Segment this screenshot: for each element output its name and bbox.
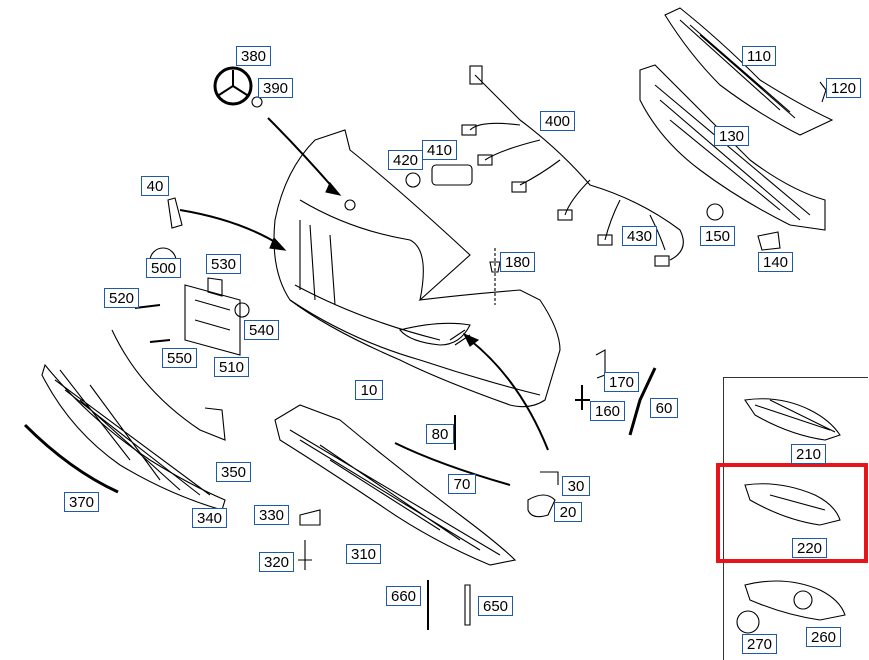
label-430[interactable]: 430: [622, 226, 658, 246]
inset-panel: [723, 377, 868, 660]
grille-insert-210[interactable]: [744, 398, 841, 441]
label-370[interactable]: 370: [64, 492, 100, 512]
label-320[interactable]: 320: [259, 552, 295, 572]
upper-bracket-110[interactable]: [664, 7, 834, 136]
label-70[interactable]: 70: [448, 474, 476, 494]
trim-70[interactable]: [394, 442, 511, 486]
highlight-box: [716, 463, 868, 563]
bracket-60[interactable]: [628, 367, 657, 436]
part-170[interactable]: [595, 349, 606, 379]
label-310[interactable]: 310: [346, 544, 382, 564]
label-160[interactable]: 160: [590, 401, 626, 421]
label-270[interactable]: 270: [742, 634, 778, 654]
ring-270[interactable]: [736, 610, 760, 634]
wiring-harness[interactable]: [469, 74, 684, 261]
bracket-350[interactable]: [111, 329, 226, 441]
star-emblem[interactable]: [213, 66, 253, 106]
label-340[interactable]: 340: [192, 508, 228, 528]
label-520[interactable]: 520: [104, 288, 140, 308]
label-210[interactable]: 210: [791, 444, 827, 464]
label-500[interactable]: 500: [146, 258, 182, 278]
trim-insert-220[interactable]: [744, 483, 841, 526]
label-120[interactable]: 120: [826, 78, 862, 98]
label-350[interactable]: 350: [216, 462, 252, 482]
label-380[interactable]: 380: [236, 46, 272, 66]
label-150[interactable]: 150: [700, 226, 736, 246]
label-390[interactable]: 390: [258, 78, 294, 98]
clip-180[interactable]: [489, 261, 501, 273]
plate-510[interactable]: [184, 284, 241, 356]
screw-320[interactable]: [298, 540, 312, 570]
label-400[interactable]: 400: [540, 111, 576, 131]
bulb-160[interactable]: [575, 385, 590, 410]
label-110[interactable]: 110: [742, 46, 776, 66]
label-130[interactable]: 130: [714, 126, 750, 146]
clip-390[interactable]: [251, 96, 263, 108]
label-140[interactable]: 140: [758, 252, 794, 272]
strip-370[interactable]: [23, 423, 119, 494]
label-550[interactable]: 550: [162, 348, 198, 368]
label-420[interactable]: 420: [388, 150, 424, 170]
label-10[interactable]: 10: [355, 380, 383, 400]
label-170[interactable]: 170: [604, 372, 640, 392]
label-510[interactable]: 510: [214, 357, 250, 377]
part-650[interactable]: [464, 584, 471, 626]
ring-420[interactable]: [405, 172, 421, 188]
label-530[interactable]: 530: [206, 254, 242, 274]
lower-absorber-310[interactable]: [274, 404, 517, 566]
label-30[interactable]: 30: [562, 476, 590, 496]
clip-330[interactable]: [299, 509, 321, 526]
label-540[interactable]: 540: [244, 320, 280, 340]
label-80[interactable]: 80: [426, 424, 454, 444]
clip-530[interactable]: [207, 277, 223, 297]
nut-540[interactable]: [234, 302, 250, 318]
cap-150[interactable]: [706, 203, 724, 221]
label-60[interactable]: 60: [650, 398, 678, 418]
part-40[interactable]: [167, 197, 183, 229]
impact-absorber-130[interactable]: [639, 64, 826, 231]
tow-cover-20[interactable]: [527, 494, 556, 518]
lower-grille-340[interactable]: [41, 363, 226, 511]
label-220[interactable]: 220: [792, 538, 828, 558]
label-260[interactable]: 260: [806, 627, 842, 647]
label-660[interactable]: 660: [386, 586, 422, 606]
label-180[interactable]: 180: [500, 252, 536, 272]
cover-140[interactable]: [757, 231, 781, 251]
label-20[interactable]: 20: [554, 502, 582, 522]
sensor-410[interactable]: [431, 164, 473, 186]
grille-insert-260[interactable]: [744, 580, 846, 621]
label-410[interactable]: 410: [422, 140, 458, 160]
part-30[interactable]: [540, 471, 559, 485]
label-330[interactable]: 330: [254, 505, 290, 525]
screws-520-550[interactable]: [134, 304, 171, 343]
label-40[interactable]: 40: [141, 176, 169, 196]
label-650[interactable]: 650: [478, 596, 514, 616]
bumper-cover[interactable]: [273, 129, 561, 408]
